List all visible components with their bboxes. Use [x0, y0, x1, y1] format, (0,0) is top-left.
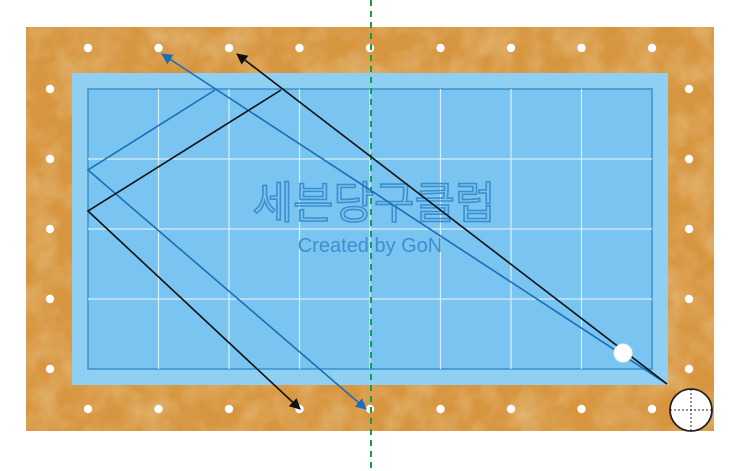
diamond-marker: [45, 84, 55, 94]
diamond-marker: [45, 154, 55, 164]
diamond-marker: [506, 43, 516, 53]
diamond-marker: [684, 224, 694, 234]
diamond-marker: [684, 84, 694, 94]
blue-path-return: [86, 89, 367, 410]
diamond-marker: [506, 404, 516, 414]
watermark-title: 세븐당구클럽: [253, 178, 496, 229]
diamond-marker: [577, 43, 586, 53]
diamond-marker: [684, 364, 694, 374]
diamond-marker: [436, 43, 445, 53]
black-path-outbound: [236, 53, 668, 385]
diamond-marker: [224, 404, 234, 414]
diamond-marker: [647, 43, 657, 53]
diamond-marker: [684, 154, 694, 164]
diamond-marker: [83, 404, 93, 414]
diamond-marker: [224, 43, 234, 53]
diamond-marker: [647, 404, 657, 414]
diamond-marker: [577, 404, 586, 414]
diamond-marker: [436, 404, 445, 414]
diamond-marker: [684, 294, 694, 304]
diamond-marker: [45, 224, 55, 234]
crosshair-ball-icon: [669, 388, 713, 432]
diamond-marker: [45, 294, 55, 304]
diamond-marker: [154, 404, 163, 414]
diamond-marker: [154, 43, 163, 53]
rail-diamonds: [45, 43, 694, 414]
black-path-return: [86, 89, 301, 410]
ball-icon: [613, 343, 633, 363]
blue-path-outbound: [161, 53, 668, 385]
diamond-marker: [83, 43, 93, 53]
diamond-marker: [45, 364, 55, 374]
diamond-marker: [295, 43, 304, 53]
